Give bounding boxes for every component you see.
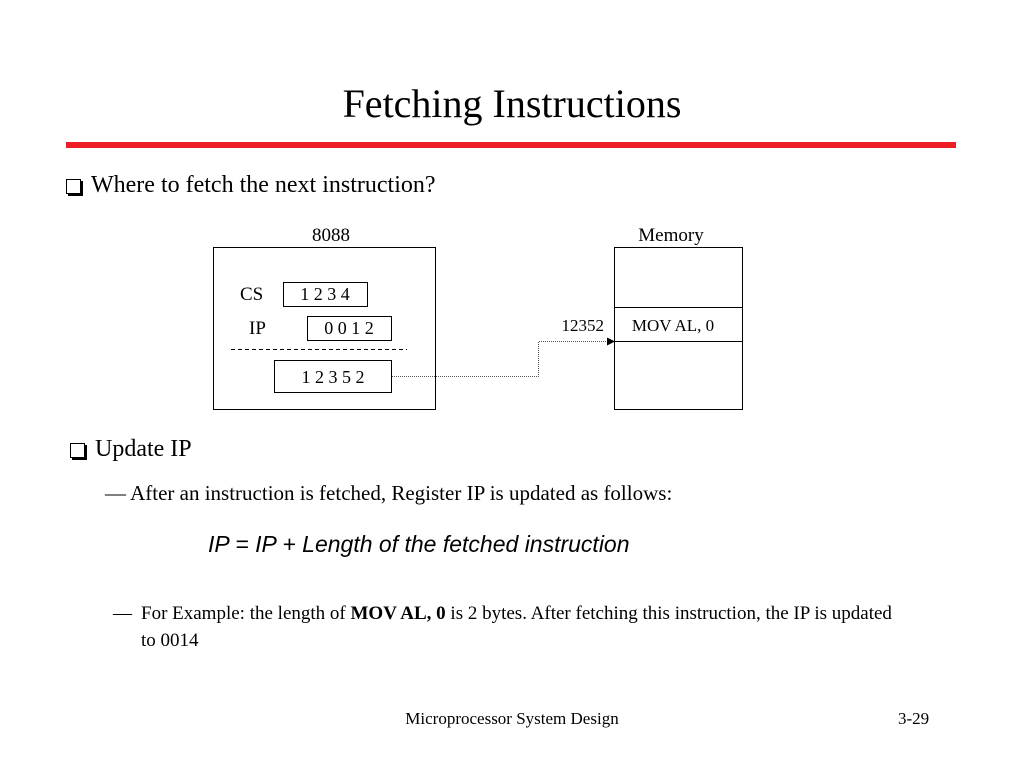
ip-value: 0 0 1 2 xyxy=(324,318,374,338)
memory-label: Memory xyxy=(638,225,704,246)
example-body: For Example: the length of MOV AL, 0 is … xyxy=(141,600,911,654)
cs-register-box xyxy=(283,282,368,307)
update-rule-text: — After an instruction is fetched, Regis… xyxy=(105,481,673,505)
bullet-update-ip-text: Update IP xyxy=(95,436,192,462)
footer-course: Microprocessor System Design xyxy=(405,709,619,728)
footer-page-number: 3-29 xyxy=(898,709,930,728)
cpu-label: 8088 xyxy=(312,225,350,246)
example-dash: — xyxy=(113,603,132,624)
memory-cell-instruction: MOV AL, 0 xyxy=(632,316,714,335)
cs-label: CS xyxy=(240,284,263,305)
bullet-fetch: Where to fetch the next instruction? xyxy=(66,170,436,200)
slide-title: Fetching Instructions xyxy=(342,81,682,126)
ip-register-box xyxy=(307,316,392,341)
example-prefix: For Example: the length of xyxy=(141,603,351,624)
physical-address-value: 1 2 3 5 2 xyxy=(302,367,365,387)
memory-box xyxy=(614,247,743,410)
ip-label: IP xyxy=(249,318,266,339)
address-pointer-arrowhead xyxy=(607,337,615,346)
address-pointer-line xyxy=(392,341,609,377)
cs-value: 1 2 3 4 xyxy=(300,284,350,304)
title-underline xyxy=(66,142,956,148)
checkbox-bullet-icon xyxy=(70,442,85,458)
memory-address: 12352 xyxy=(562,316,605,335)
ip-formula: IP = IP + Length of the fetched instruct… xyxy=(208,531,630,557)
checkbox-bullet-icon xyxy=(66,178,81,194)
bullet-fetch-text: Where to fetch the next instruction? xyxy=(91,172,436,198)
example-suffix: is 2 bytes. After fetching this instruct… xyxy=(141,603,892,651)
example-text: — For Example: the length of MOV AL, 0 i… xyxy=(113,600,911,654)
physical-address-box xyxy=(274,360,392,393)
example-instruction: MOV AL, 0 xyxy=(350,603,446,624)
cpu-box xyxy=(213,247,436,410)
bullet-update-ip: Update IP xyxy=(70,434,192,464)
